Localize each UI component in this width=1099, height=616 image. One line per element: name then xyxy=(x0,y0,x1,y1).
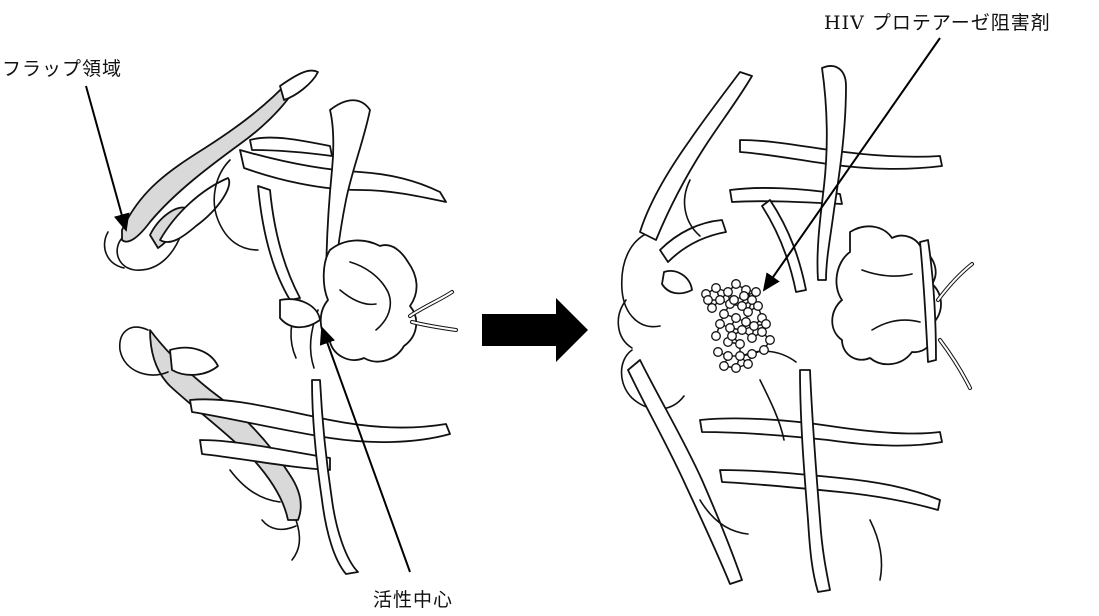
inhibitor-atom xyxy=(748,334,757,343)
inhibitor-atom xyxy=(762,320,771,329)
inhibitor-atom xyxy=(726,324,735,333)
inhibitor-atom xyxy=(760,346,769,355)
inhibitor-atom xyxy=(736,352,745,361)
inhibitor-atom xyxy=(712,332,721,341)
active-center-label: 活性中心 xyxy=(373,585,453,612)
inhibitor-atom xyxy=(754,302,763,311)
inhibitor-atom xyxy=(748,350,757,359)
transition-arrow xyxy=(482,298,588,362)
left-protease-structure xyxy=(105,71,456,574)
inhibitor-atom xyxy=(732,280,741,289)
inhibitor-atom xyxy=(750,322,759,331)
inhibitor-atom xyxy=(720,362,729,371)
upper-flap-strand xyxy=(280,71,318,100)
flap-pointer-line xyxy=(86,86,126,230)
inhibitor-atom xyxy=(732,364,741,373)
inhibitor-label: HIV プロテアーゼ阻害剤 xyxy=(824,8,1051,35)
inhibitor-atom xyxy=(704,296,713,305)
inhibitor-atom xyxy=(714,348,723,357)
inhibitor-atom xyxy=(742,318,751,327)
inhibitor-molecule xyxy=(702,280,775,373)
upper-flap-ribbon xyxy=(122,74,302,242)
inhibitor-atom xyxy=(720,310,729,319)
inhibitor-atom xyxy=(730,296,739,305)
inhibitor-atom xyxy=(708,304,717,313)
inhibitor-atom xyxy=(740,292,749,301)
inhibitor-atom xyxy=(712,284,721,293)
inhibitor-atom xyxy=(716,320,725,329)
inhibitor-atom xyxy=(744,360,753,369)
inhibitor-atom xyxy=(724,352,733,361)
inhibitor-atom xyxy=(724,288,733,297)
active-site-core xyxy=(321,240,417,361)
inhibitor-atom xyxy=(752,288,761,297)
inhibitor-atom xyxy=(766,336,775,345)
inhibitor-atom xyxy=(758,328,767,337)
inhibitor-atom xyxy=(736,340,745,349)
right-protease-structure xyxy=(618,66,972,592)
inhibitor-atom xyxy=(738,326,747,335)
flap-region-label: フラップ領域 xyxy=(2,54,122,81)
inhibitor-atom xyxy=(744,308,753,317)
inhibitor-atom xyxy=(728,332,737,341)
inhibitor-atom xyxy=(732,314,741,323)
inhibitor-atom xyxy=(716,296,725,305)
